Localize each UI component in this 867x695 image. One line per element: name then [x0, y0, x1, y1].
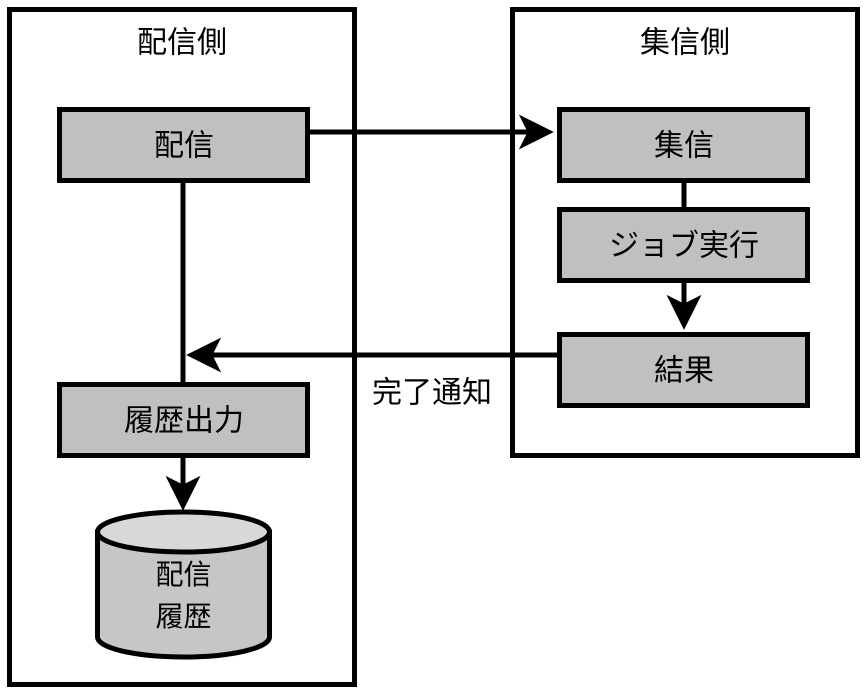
receiver-panel-title: 集信側: [640, 26, 730, 61]
node-kekka[interactable]: 結果: [557, 332, 810, 408]
node-rireki-shutsuryoku-label: 履歴出力: [124, 404, 244, 439]
node-rireki-shutsuryoku-rect[interactable]: [57, 382, 310, 458]
node-rireki-shutsuryoku[interactable]: 履歴出力: [57, 382, 310, 458]
node-shushin[interactable]: 集信: [557, 107, 810, 183]
database-cylinder-body[interactable]: [95, 529, 272, 660]
receiver-panel: 集信側: [510, 7, 860, 458]
node-haishin-label: 配信: [154, 129, 214, 164]
node-haishin-rect[interactable]: [57, 107, 310, 183]
node-haishin-rireki-database[interactable]: 配信 履歴: [95, 509, 272, 660]
node-kekka-label: 結果: [654, 354, 714, 389]
sender-panel: 配信側: [7, 7, 357, 687]
edge-kekka-to-haishin: 完了通知: [186, 337, 557, 411]
node-haishin-rireki-label-line1: 配信: [155, 558, 211, 591]
node-shushin-label: 集信: [654, 129, 714, 164]
node-haishin-rireki-label-line2: 履歴: [155, 600, 211, 633]
node-shushin-rect[interactable]: [557, 107, 810, 183]
sender-panel-border: [7, 7, 357, 687]
node-haishin[interactable]: 配信: [57, 107, 310, 183]
database-cylinder-top: [95, 509, 272, 555]
node-kekka-rect[interactable]: [557, 332, 810, 408]
node-job-jikko-rect[interactable]: [557, 207, 810, 283]
edge-label-completion-notice: 完了通知: [372, 376, 492, 411]
node-job-jikko-label: ジョブ実行: [609, 229, 759, 264]
node-job-jikko[interactable]: ジョブ実行: [557, 207, 810, 283]
sender-panel-title: 配信側: [137, 26, 227, 61]
receiver-panel-border: [510, 7, 860, 458]
